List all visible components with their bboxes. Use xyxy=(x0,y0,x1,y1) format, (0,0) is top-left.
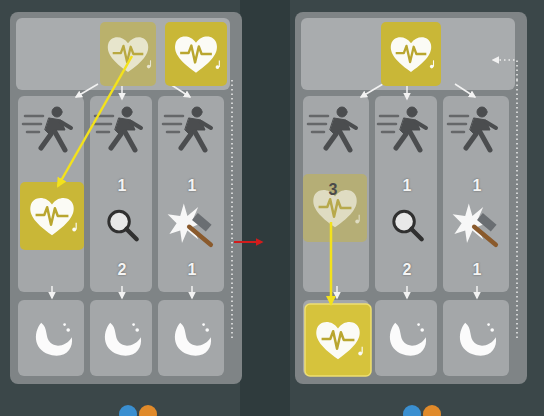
left-panel xyxy=(10,12,242,384)
callout-number: 1 xyxy=(473,261,482,279)
callout-number: 2 xyxy=(403,261,412,279)
callout-number: 1 xyxy=(473,177,482,195)
panel-grid xyxy=(10,12,242,384)
callout-number: 1 xyxy=(188,261,197,279)
heart-icon xyxy=(316,322,362,359)
move-arrow xyxy=(330,222,333,304)
callout-number: 1 xyxy=(403,177,412,195)
token xyxy=(423,405,441,416)
heart-tile xyxy=(20,182,84,250)
heart-icon xyxy=(391,37,434,72)
panel-grid xyxy=(295,12,527,384)
return-arrow xyxy=(493,60,517,80)
callout-number: 1 xyxy=(118,177,127,195)
move-arrow xyxy=(58,56,132,186)
heart-tile xyxy=(305,304,371,376)
panel-gap xyxy=(240,0,290,416)
callout-number: 1 xyxy=(188,177,197,195)
callout-number: 2 xyxy=(118,261,127,279)
right-panel xyxy=(295,12,527,384)
faded-heart-tile xyxy=(303,174,367,242)
transition-arrow xyxy=(234,241,262,243)
heart-icon xyxy=(30,198,76,235)
token xyxy=(139,405,157,416)
token xyxy=(403,405,421,416)
heart-tile xyxy=(165,22,227,86)
heart-tile xyxy=(381,22,441,86)
heart-icon xyxy=(175,37,219,73)
faded-heart-tile xyxy=(100,22,156,86)
heart-icon xyxy=(108,37,151,72)
callout-number: 3 xyxy=(329,181,338,199)
token xyxy=(119,405,137,416)
